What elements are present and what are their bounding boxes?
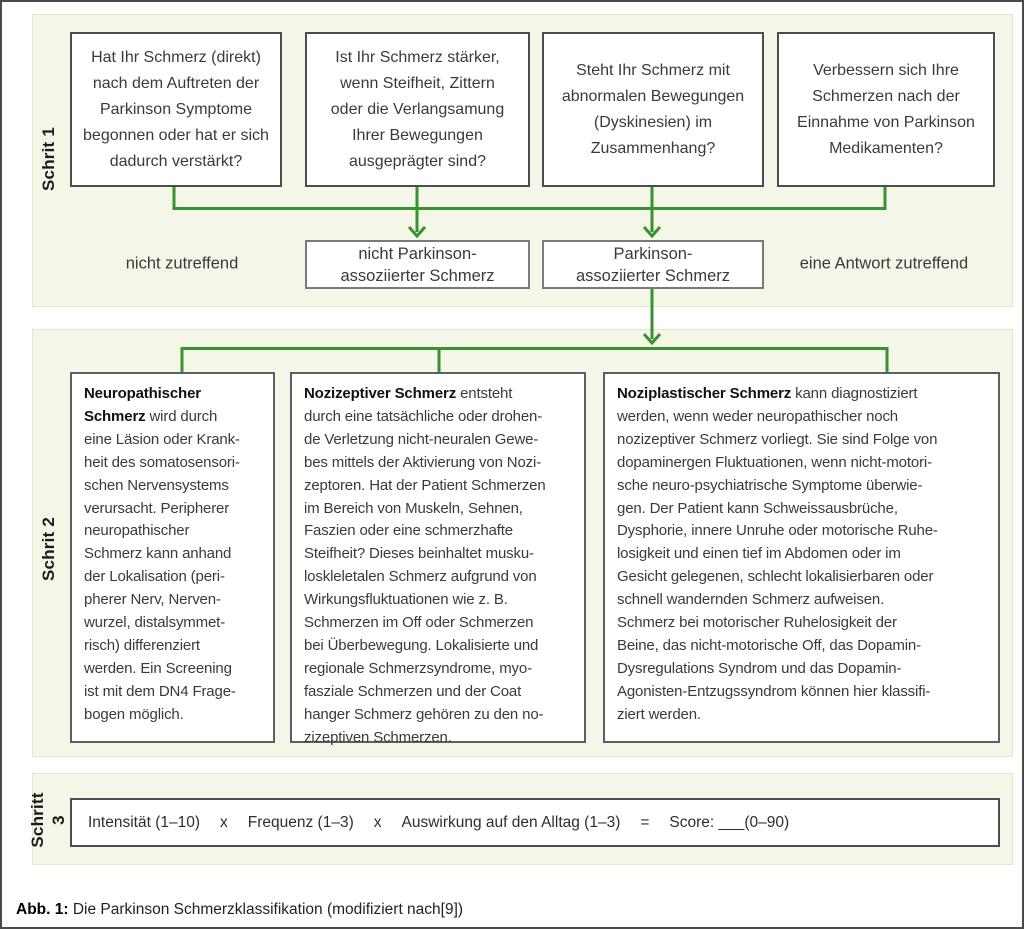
- painbox-neuropathic-title: Neuropathischer Schmerz: [84, 385, 201, 425]
- figure-caption: Abb. 1: Die Parkinson Schmerzklassifikat…: [16, 901, 463, 919]
- painbox-nociceptive-title: Nozizeptiver Schmerz: [304, 385, 457, 402]
- question-box-dyskinesia: Steht Ihr Schmerz mit abnormalen Bewegun…: [542, 32, 764, 187]
- formula-score: Score: ___(0–90): [669, 813, 790, 831]
- outcome-box-non-parkinson: nicht Parkinson- assoziierter Schmerz: [305, 240, 530, 289]
- painbox-nociplastic: Noziplastischer Schmerz kann diagnostizi…: [603, 372, 1000, 743]
- formula-times-sign: x: [220, 813, 228, 831]
- painbox-nociceptive-text: Nozizeptiver Schmerz entsteht durch eine…: [304, 383, 572, 750]
- formula-impact: Auswirkung auf den Alltag (1–3): [401, 813, 621, 831]
- step3-label: Schritt 3: [28, 792, 68, 848]
- step1-label: Schrit 1: [39, 127, 58, 191]
- outcome-left-label: nicht zutreffend: [125, 254, 239, 273]
- step2-label: Schrit 2: [39, 517, 58, 581]
- formula-equals-sign: =: [640, 813, 650, 831]
- question-box-medication: Verbessern sich Ihre Schmerzen nach der …: [777, 32, 995, 187]
- formula-intensity: Intensität (1–10): [88, 813, 201, 831]
- painbox-nociplastic-body: kann diagnostiziert werden, wenn weder n…: [617, 385, 938, 723]
- painbox-neuropathic-body: wird durch eine Läsion oder Krank- heit …: [84, 407, 240, 723]
- painbox-neuropathic-text: Neuropathischer Schmerz wird durch eine …: [84, 383, 261, 727]
- painbox-nociceptive-body: entsteht durch eine tatsächliche oder dr…: [304, 385, 546, 746]
- outcome-right-label: eine Antwort zutreffend: [799, 254, 969, 273]
- formula-frequency: Frequenz (1–3): [247, 813, 354, 831]
- question-box-stiffness: Ist Ihr Schmerz stärker, wenn Steifheit,…: [305, 32, 530, 187]
- question-box-onset: Hat Ihr Schmerz (direkt) nach dem Auftre…: [70, 32, 282, 187]
- outcome-box-parkinson: Parkinson- assoziierter Schmerz: [542, 240, 764, 289]
- painbox-nociceptive: Nozizeptiver Schmerz entsteht durch eine…: [290, 372, 586, 746]
- painbox-nociplastic-text: Noziplastischer Schmerz kann diagnostizi…: [617, 383, 986, 727]
- figure-caption-label: Abb. 1:: [16, 901, 69, 918]
- painbox-neuropathic: Neuropathischer Schmerz wird durch eine …: [70, 372, 275, 743]
- formula-times-sign: x: [373, 813, 382, 831]
- figure-caption-text: Die Parkinson Schmerzklassifikation (mod…: [68, 901, 464, 918]
- painbox-nociplastic-title: Noziplastischer Schmerz: [617, 385, 792, 402]
- score-formula-box: Intensität (1–10) x Frequenz (1–3) x Aus…: [70, 798, 1000, 847]
